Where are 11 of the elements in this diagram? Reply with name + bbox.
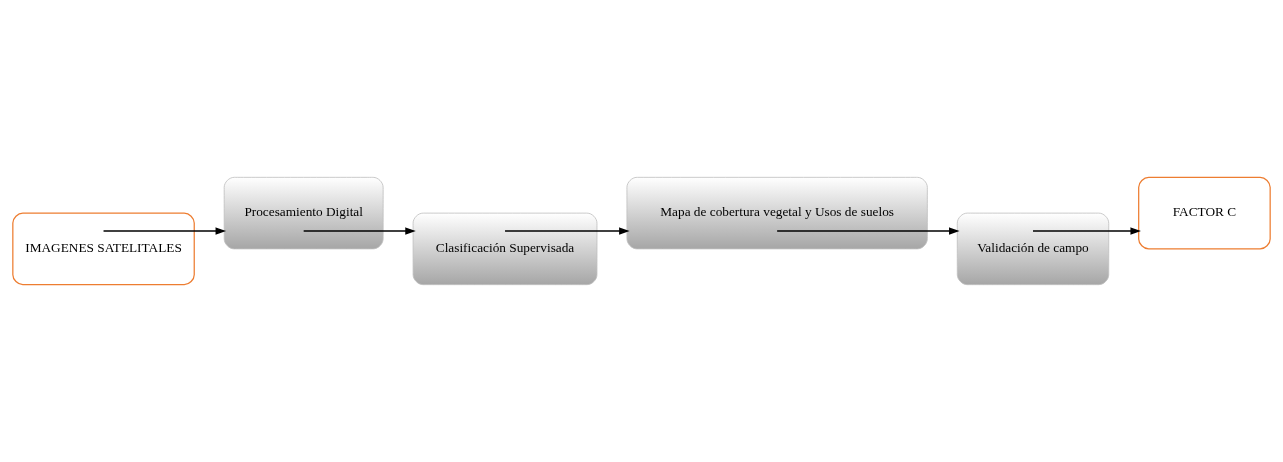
node-box: IMAGENES SATELITALES — [12, 212, 195, 286]
arrow — [302, 227, 416, 235]
node-box: Mapa de cobertura vegetal y Usos de suelos — [626, 176, 928, 250]
arrow — [102, 227, 227, 235]
node-box: FACTOR C — [1138, 176, 1271, 250]
node-box: Validación de campo — [956, 212, 1110, 286]
arrow — [504, 227, 630, 235]
node-box: Procesamiento Digital — [223, 176, 384, 250]
node-box: Clasificación Supervisada — [412, 212, 598, 286]
arrow — [776, 227, 960, 235]
arrow — [1032, 227, 1141, 235]
